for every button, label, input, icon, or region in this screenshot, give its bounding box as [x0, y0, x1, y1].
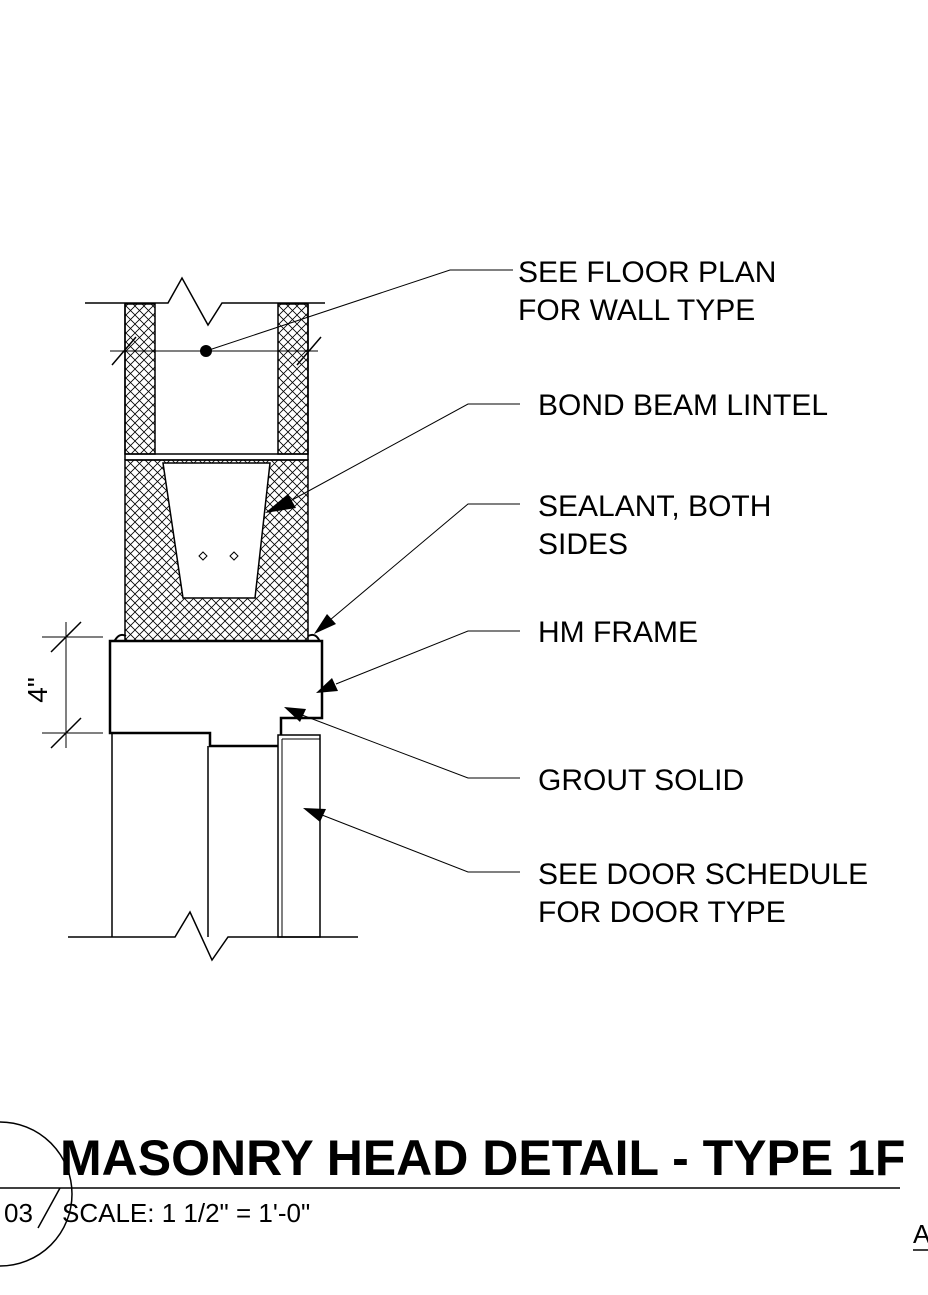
note-sealant-line1: SEALANT, BOTH — [538, 490, 771, 523]
title-block: MASONRY HEAD DETAIL - TYPE 1F 03 SCALE: … — [0, 1121, 928, 1267]
bottom-break-line — [68, 910, 358, 962]
hm-frame — [108, 639, 324, 748]
door-leaf — [277, 734, 321, 938]
detail-number: 03 — [4, 1198, 33, 1228]
note-door-line2: FOR DOOR TYPE — [538, 896, 786, 929]
note-sealant-line2: SIDES — [538, 528, 628, 561]
masonry-wall-above — [124, 303, 309, 460]
sealant-leader — [314, 503, 520, 634]
detail-bubble — [0, 1121, 73, 1267]
top-break-line — [85, 276, 325, 327]
bond-beam-lintel — [124, 459, 309, 644]
note-wall-type-line2: FOR WALL TYPE — [518, 294, 755, 327]
door-leader — [303, 808, 520, 873]
wall-below — [111, 733, 209, 937]
mortar-joint — [125, 453, 308, 461]
detail-title: MASONRY HEAD DETAIL - TYPE 1F — [60, 1130, 905, 1186]
head-dimension: 4" — [22, 621, 103, 749]
lintel-leader — [265, 403, 520, 513]
note-door-line1: SEE DOOR SCHEDULE — [538, 858, 868, 891]
note-wall-type-line1: SEE FLOOR PLAN — [518, 256, 776, 289]
wall-type-leader — [110, 269, 513, 366]
dimension-value: 4" — [22, 677, 53, 703]
note-frame: HM FRAME — [538, 616, 698, 649]
note-grout: GROUT SOLID — [538, 764, 744, 797]
frame-leader — [316, 630, 520, 693]
grout-leader — [284, 707, 520, 779]
detail-scale: SCALE: 1 1/2" = 1'-0" — [62, 1198, 310, 1228]
note-lintel: BOND BEAM LINTEL — [538, 389, 828, 422]
sheet-reference: A — [913, 1219, 928, 1249]
